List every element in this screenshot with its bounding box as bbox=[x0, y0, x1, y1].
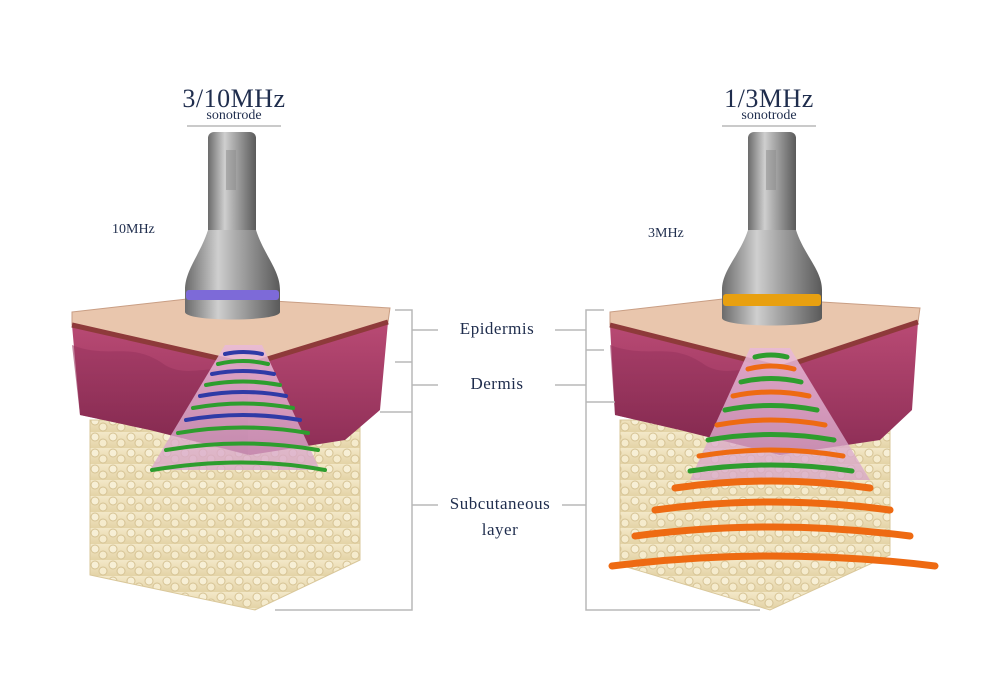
right-probe-logo bbox=[766, 150, 776, 190]
left-wave-green bbox=[204, 379, 282, 387]
left-ultrasound-beam bbox=[150, 345, 320, 470]
left-wave-blue bbox=[223, 350, 264, 356]
left-wave-green bbox=[164, 441, 320, 452]
right-deep-waves bbox=[608, 477, 939, 570]
right-wave-orange bbox=[745, 363, 797, 372]
right-wave-green bbox=[705, 432, 837, 443]
left-wave-green bbox=[216, 359, 270, 366]
right-probe-head bbox=[722, 230, 822, 326]
right-side-frequency-label: 3MHz bbox=[648, 226, 684, 241]
subcutaneous-label: Subcutaneous bbox=[449, 494, 551, 513]
right-sonotrode bbox=[722, 132, 822, 326]
right-wave-orange bbox=[631, 523, 914, 540]
subcutaneous-label-line2: layer bbox=[481, 520, 519, 539]
right-wave-orange bbox=[730, 389, 812, 399]
right-wave-green bbox=[738, 376, 804, 385]
left-wave-blue bbox=[198, 390, 288, 398]
right-wave-orange bbox=[696, 447, 846, 459]
right-wave-orange bbox=[651, 498, 894, 514]
left-wave-arcs bbox=[150, 350, 327, 472]
left-probe-ring bbox=[186, 290, 279, 300]
right-wave-orange bbox=[714, 417, 828, 428]
left-frequency-title: 3/10MHz bbox=[182, 84, 286, 113]
right-skin-block bbox=[608, 296, 939, 611]
right-sonotrode-label: sonotrode bbox=[741, 108, 797, 123]
dermis-label: Dermis bbox=[470, 374, 524, 393]
left-wave-blue bbox=[184, 413, 302, 422]
right-probe-ring bbox=[723, 294, 821, 306]
right-wave-orange bbox=[608, 552, 939, 570]
right-wave-green bbox=[687, 462, 855, 474]
left-wave-green bbox=[191, 401, 295, 410]
right-wave-orange bbox=[671, 477, 874, 492]
left-bracket bbox=[275, 309, 413, 611]
left-wave-green bbox=[150, 460, 327, 472]
left-probe-head bbox=[185, 230, 280, 320]
left-probe-logo bbox=[226, 150, 236, 190]
left-skin-block bbox=[71, 296, 391, 611]
left-side-frequency-label: 10MHz bbox=[112, 222, 155, 237]
right-ultrasound-beam bbox=[690, 348, 870, 480]
left-sonotrode bbox=[185, 132, 280, 320]
right-wave-green bbox=[722, 403, 820, 413]
epidermis-label: Epidermis bbox=[459, 319, 535, 338]
right-frequency-title: 1/3MHz bbox=[724, 84, 814, 113]
right-bracket bbox=[585, 309, 760, 611]
right-wave-green bbox=[752, 352, 790, 360]
left-wave-green bbox=[176, 425, 310, 435]
right-wave-arcs bbox=[687, 352, 855, 474]
layer-brackets bbox=[275, 309, 760, 611]
left-sonotrode-label: sonotrode bbox=[206, 108, 262, 123]
left-wave-blue bbox=[210, 369, 276, 376]
